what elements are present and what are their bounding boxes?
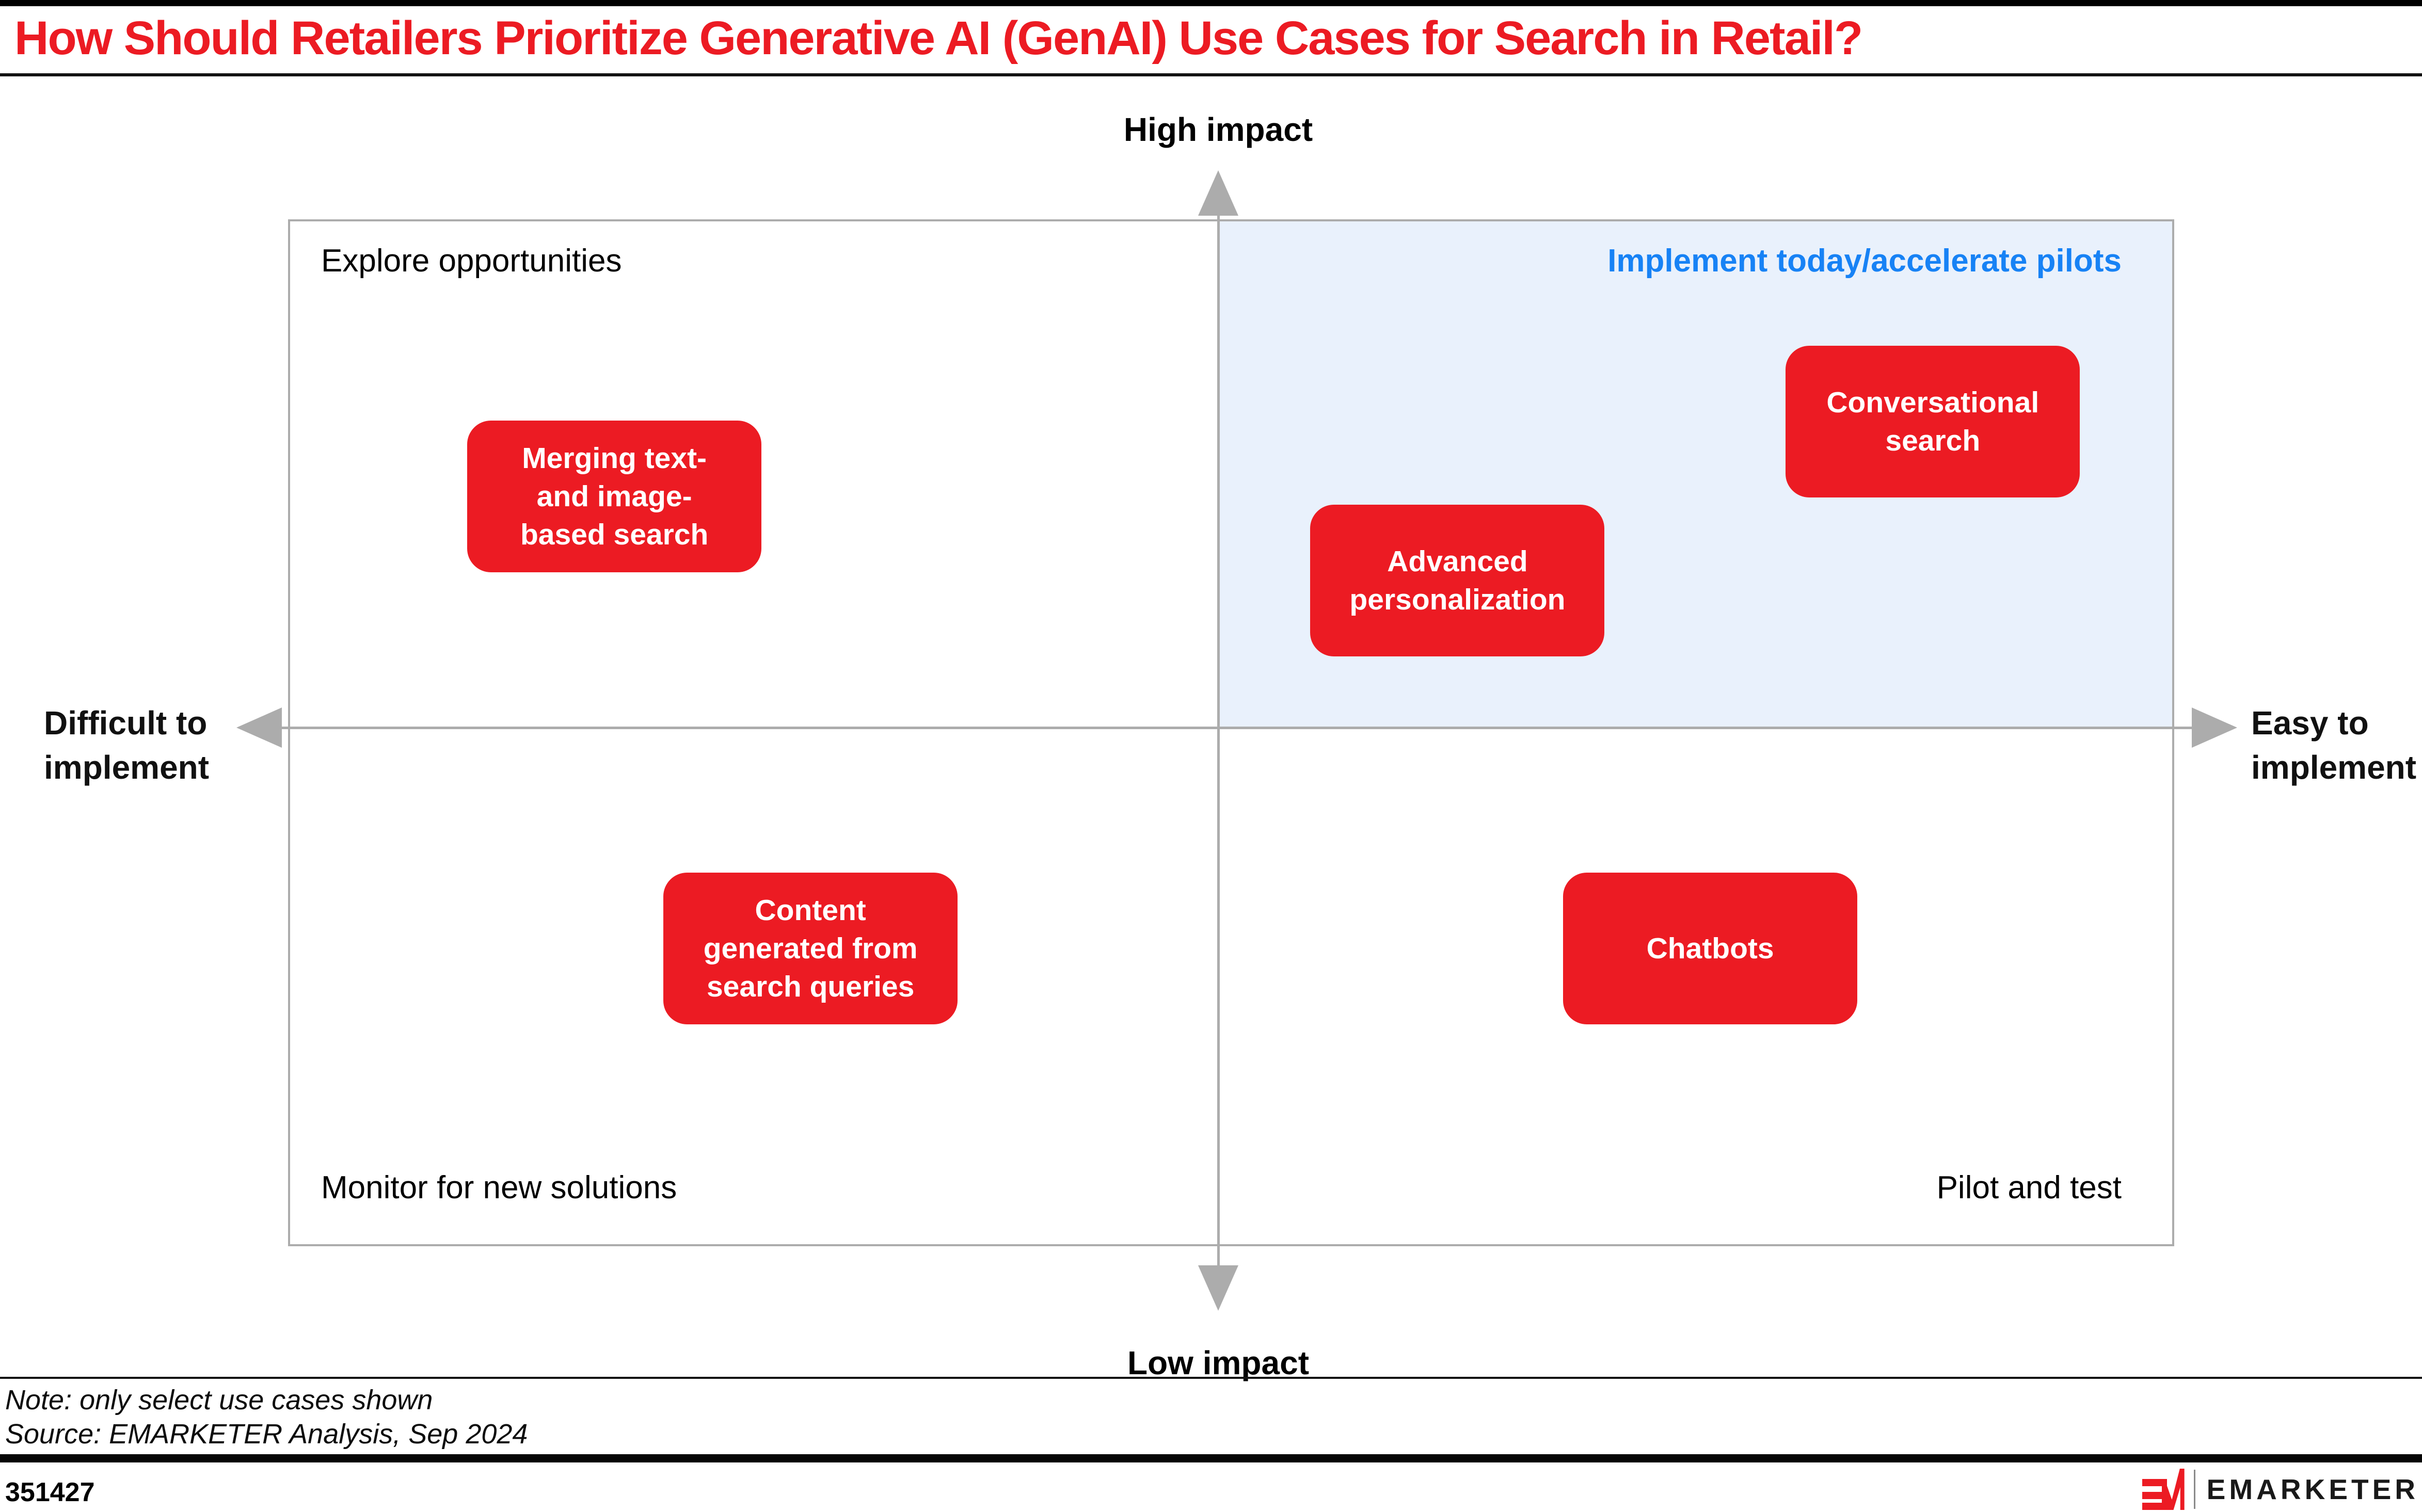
quadrant-label-monitor-new-solutions: Monitor for new solutions	[321, 1170, 677, 1205]
horizontal-axis-line	[257, 727, 2220, 729]
top-border-bar	[0, 0, 2422, 6]
emarketer-wordmark: EMARKETER	[2206, 1473, 2419, 1505]
quadrant-label-implement-today: Implement today/accelerate pilots	[1607, 243, 2122, 279]
axis-label-easy-to-implement: Easy to implement	[2251, 704, 2417, 786]
page-title: How Should Retailers Prioritize Generati…	[14, 12, 1863, 65]
axis-label-high-impact: High impact	[1123, 111, 1313, 148]
use-case-box-merging-text-image-search: Merging text- and image- based search	[467, 421, 762, 573]
emarketer-logo: EMARKETER	[2142, 1468, 2419, 1511]
title-divider	[0, 73, 2422, 76]
arrow-down-icon	[1198, 1265, 1238, 1311]
logo-divider	[2193, 1470, 2195, 1509]
arrow-up-icon	[1198, 170, 1238, 216]
chart-id-number: 351427	[5, 1477, 95, 1507]
axis-label-low-impact: Low impact	[1127, 1344, 1310, 1381]
source-text: Source: EMARKETER Analysis, Sep 2024	[5, 1419, 528, 1450]
note-divider	[0, 1377, 2422, 1379]
quadrant-label-pilot-and-test: Pilot and test	[1936, 1170, 2122, 1205]
arrow-left-icon	[236, 707, 282, 748]
use-case-box-chatbots: Chatbots	[1563, 872, 1858, 1024]
axis-label-difficult-to-implement: Difficult to implement	[44, 704, 210, 786]
arrow-right-icon	[2192, 707, 2237, 748]
quadrant-label-explore-opportunities: Explore opportunities	[321, 243, 622, 279]
use-case-box-conversational-search: Conversational search	[1786, 346, 2080, 498]
use-case-box-advanced-personalization: Advanced personalization	[1310, 505, 1605, 657]
use-case-box-content-from-search-queries: Content generated from search queries	[663, 872, 958, 1024]
footer-divider	[0, 1454, 2422, 1462]
note-text: Note: only select use cases shown	[5, 1385, 433, 1416]
emarketer-em-mark-icon	[2142, 1469, 2185, 1510]
vertical-axis-line	[1217, 185, 1220, 1287]
